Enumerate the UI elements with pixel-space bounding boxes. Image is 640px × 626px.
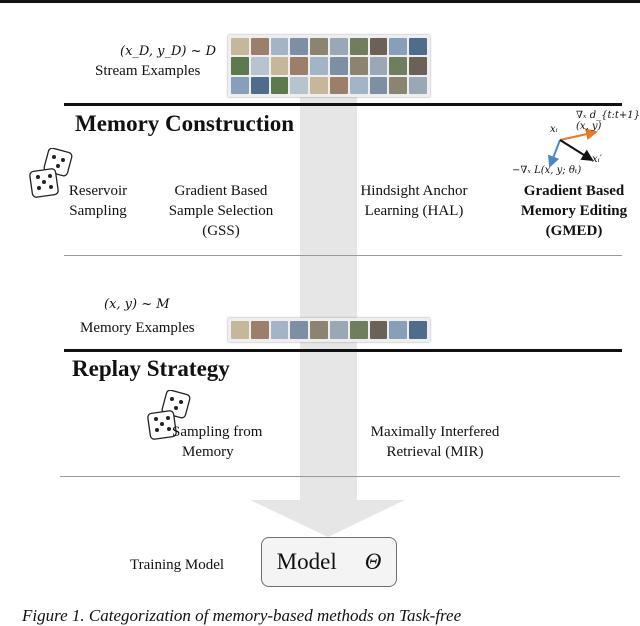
theta-symbol: Θ (364, 549, 382, 574)
stream-math: (x_D, y_D) ~ D (120, 44, 217, 59)
memory-image-strip (228, 318, 430, 342)
thumbnail-image (231, 57, 249, 75)
model-word: Model (276, 549, 337, 574)
thumbnail-image (310, 38, 328, 56)
method-hal: Hindsight Anchor Learning (HAL) (360, 183, 468, 219)
thumbnail-image (349, 57, 368, 75)
thumbnail-image (389, 76, 408, 94)
thumbnail-image (409, 38, 427, 56)
thumbnail-image (369, 76, 388, 94)
memory-construction-title: Memory Construction (75, 111, 295, 136)
replay-strategy-title: Replay Strategy (72, 356, 230, 381)
thumbnail-image (250, 321, 269, 339)
method-gss: Gradient Based Sample Selection (GSS) (168, 183, 274, 239)
dice-icon (147, 390, 191, 440)
method-gmed: Gradient Based Memory Editing (GMED) (520, 183, 628, 239)
method-sampling-from-memory: Sampling from Memory (172, 424, 263, 460)
thumbnail-image (290, 76, 309, 94)
figure-caption: Figure 1. Categorization of memory-based… (22, 606, 462, 625)
thumbnail-image (329, 57, 348, 75)
model-box: Model Θ (261, 537, 397, 587)
thumbnail-image (369, 38, 388, 56)
vector-label-point: xᵢ (550, 124, 558, 135)
dice-icon (29, 148, 73, 198)
section-rule (64, 349, 622, 352)
thumbnail-image (290, 38, 309, 56)
thumbnail-image (231, 38, 249, 56)
vector-label-top: ∇ₓ d_{t:t+1}(x, y) (576, 110, 640, 132)
thumbnail-image (270, 321, 289, 339)
vector-label-edited: xᵢ′ (592, 154, 602, 165)
stream-image-grid (228, 35, 430, 97)
thumbnail-image (349, 38, 368, 56)
thumbnail-image (369, 57, 388, 75)
thumbnail-image (290, 321, 309, 339)
thumbnail-image (290, 57, 309, 75)
vector-label-loss: −∇ₓ L(x, y; θₜ) (512, 165, 582, 176)
thumbnail-image (270, 57, 289, 75)
thumbnail-image (389, 321, 408, 339)
section-rule (64, 103, 622, 106)
method-mir: Maximally Interfered Retrieval (MIR) (370, 424, 500, 460)
thumbnail-image (349, 76, 368, 94)
method-reservoir-sampling: Reservoir Sampling (68, 183, 128, 219)
stream-label: Stream Examples (95, 63, 201, 79)
thumbnail-image (310, 76, 328, 94)
thumbnail-image (250, 76, 269, 94)
thumbnail-image (329, 76, 348, 94)
training-model-label: Training Model (130, 557, 225, 573)
thumbnail-image (349, 321, 368, 339)
thumbnail-image (310, 57, 328, 75)
thumbnail-image (369, 321, 388, 339)
thumbnail-image (329, 38, 348, 56)
section-divider (60, 476, 620, 477)
thumbnail-image (270, 76, 289, 94)
gmed-vector-diagram (547, 128, 598, 168)
memory-label: Memory Examples (80, 320, 195, 336)
top-rule (0, 0, 640, 3)
thumbnail-image (231, 76, 249, 94)
thumbnail-image (250, 38, 269, 56)
memory-math: (x, y) ~ M (104, 297, 170, 312)
thumbnail-image (310, 321, 328, 339)
thumbnail-image (409, 57, 427, 75)
thumbnail-image (270, 38, 289, 56)
thumbnail-image (409, 321, 427, 339)
thumbnail-image (250, 57, 269, 75)
thumbnail-image (389, 38, 408, 56)
thumbnail-image (231, 321, 249, 339)
thumbnail-image (389, 57, 408, 75)
section-divider (64, 255, 622, 256)
thumbnail-image (329, 321, 348, 339)
thumbnail-image (409, 76, 427, 94)
